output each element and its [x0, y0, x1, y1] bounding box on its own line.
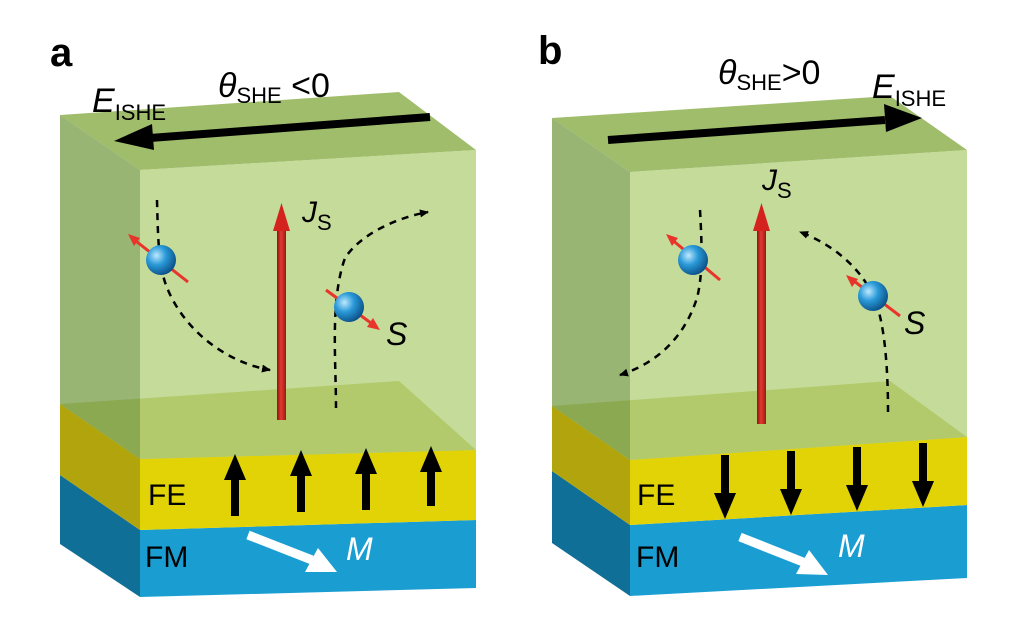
electron-spin-left [666, 234, 721, 282]
fm-side-face [60, 475, 140, 597]
spin-current-head [753, 203, 770, 231]
spin-current-label-a: JS [301, 196, 332, 235]
fe-front-face [630, 437, 967, 525]
electron-spin-right [325, 288, 380, 330]
magnetization-arrow-head [305, 548, 337, 572]
nm-front-face [630, 150, 967, 460]
e-ishe-arrow-shaft [607, 116, 886, 144]
electron-spin-right [846, 275, 901, 318]
panel-letter-b: b [538, 29, 562, 73]
fe-side-face [552, 406, 630, 525]
theta-she-label-a: θSHE <0 [218, 67, 330, 108]
magnetization-arrow-shaft [246, 530, 314, 565]
spin-current-head [273, 203, 290, 231]
electron-trajectory-right [333, 209, 429, 409]
fe-side-face [60, 404, 140, 530]
panel-a: a θSHE <0 EISHE JS S FE FM M [50, 31, 476, 597]
fm-label-a: FM [145, 541, 188, 574]
spin-label-b: S [904, 305, 925, 341]
spin-current-rod [757, 228, 766, 424]
fe-label-b: FE [637, 479, 675, 512]
panel-letter-a: a [50, 31, 73, 75]
e-ishe-arrow-head [114, 124, 154, 150]
e-ishe-label-a: EISHE [92, 82, 166, 125]
e-ishe-label-b: EISHE [872, 68, 946, 111]
fm-label-b: FM [636, 541, 679, 574]
electron-spin-left [128, 234, 189, 284]
magnetization-arrow-shaft [738, 532, 805, 567]
spin-label-a: S [386, 316, 407, 352]
electron-trajectory-right [799, 230, 890, 413]
nm-front-face [140, 150, 476, 459]
electron-trajectory-left [619, 209, 703, 377]
magnetization-label-b: M [838, 528, 865, 564]
fm-front-face [630, 505, 967, 596]
theta-she-label-b: θSHE>0 [718, 54, 820, 95]
e-ishe-arrow-head [884, 104, 922, 132]
panel-b: b θSHE>0 EISHE JS S FE FM M [538, 29, 967, 596]
nm-top-face [552, 96, 967, 172]
spin-current-rod [277, 228, 286, 420]
fe-front-face [140, 450, 476, 530]
fm-side-face [552, 471, 630, 596]
spin-current-label-b: JS [761, 164, 792, 203]
fe-polarization-arrows [714, 443, 934, 519]
fe-label-a: FE [148, 479, 186, 512]
nm-side-face [60, 115, 140, 459]
magnetization-arrow-head [796, 550, 828, 575]
magnetization-label-a: M [346, 531, 373, 567]
electron-trajectory-left [155, 199, 271, 373]
nm-side-face [552, 118, 630, 460]
e-ishe-arrow-shaft [149, 113, 431, 142]
fe-polarization-arrows [224, 446, 442, 516]
